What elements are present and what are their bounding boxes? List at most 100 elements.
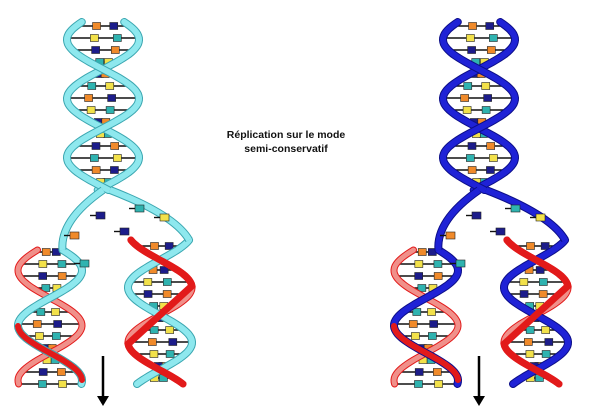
parental-strand-a-edge bbox=[438, 18, 520, 194]
nucleotide-base bbox=[467, 142, 477, 150]
nucleotide-base bbox=[525, 326, 535, 334]
nucleotide-base bbox=[460, 94, 469, 102]
fork-arm-left bbox=[435, 187, 481, 251]
nucleotide-base bbox=[159, 266, 169, 274]
nucleotide-base bbox=[433, 260, 443, 268]
nucleotide-base bbox=[110, 166, 119, 174]
nucleotide-base bbox=[92, 22, 101, 30]
free-nucleotide bbox=[455, 259, 466, 268]
direction-arrow-head bbox=[97, 396, 109, 406]
nucleotide-base bbox=[91, 166, 101, 174]
nucleotide-base bbox=[107, 94, 116, 102]
nucleotide-base bbox=[541, 350, 551, 358]
nucleotide-base bbox=[162, 290, 172, 298]
nucleotide-base bbox=[519, 278, 529, 286]
nucleotide-base bbox=[91, 46, 100, 54]
nucleotide-base bbox=[110, 46, 120, 54]
nucleotide-base bbox=[463, 82, 473, 90]
nucleotide-base bbox=[433, 272, 443, 280]
nucleotide-base bbox=[113, 34, 122, 42]
nucleotide-base bbox=[57, 260, 67, 268]
nucleotide-base bbox=[36, 308, 46, 316]
nucleotide-base bbox=[408, 320, 418, 328]
free-nucleotide bbox=[471, 211, 482, 220]
nucleotide-base bbox=[143, 278, 153, 286]
nucleotide-base bbox=[414, 368, 424, 376]
nucleotide-base bbox=[414, 260, 424, 268]
nucleotide-base bbox=[429, 320, 438, 328]
nucleotide-base bbox=[41, 284, 51, 292]
new-strand-right bbox=[501, 237, 571, 387]
nucleotide-base bbox=[113, 154, 122, 162]
new-strand-left bbox=[16, 324, 84, 382]
nucleotide-base bbox=[466, 154, 475, 162]
nucleotide-base bbox=[150, 242, 159, 250]
nucleotide-base bbox=[481, 82, 491, 90]
nucleotide-base bbox=[143, 290, 153, 298]
nucleotide-base bbox=[109, 22, 119, 30]
new-strand-left-back bbox=[15, 247, 85, 387]
nucleotide-base bbox=[149, 326, 159, 334]
nucleotide-base bbox=[414, 272, 423, 280]
free-nucleotide bbox=[445, 231, 456, 240]
caption-line-2: semi-conservatif bbox=[244, 143, 328, 155]
parental-strand-b-edge bbox=[438, 18, 520, 194]
parental-strand-b-edge bbox=[62, 18, 144, 194]
nucleotide-base bbox=[417, 284, 427, 292]
nucleotide-base bbox=[489, 34, 498, 42]
nucleotide-base bbox=[35, 332, 44, 340]
nucleotide-base bbox=[467, 166, 477, 174]
dna-replication-fork-left bbox=[13, 18, 197, 406]
nucleotide-base bbox=[38, 380, 47, 388]
free-nucleotide bbox=[535, 213, 546, 222]
nucleotide-base bbox=[38, 272, 47, 280]
parental-strand-b bbox=[63, 19, 143, 193]
new-strand-left-back bbox=[391, 247, 461, 387]
nucleotide-base bbox=[411, 332, 420, 340]
nucleotide-base bbox=[489, 154, 498, 162]
nucleotide-base bbox=[468, 22, 477, 30]
nucleotide-base bbox=[53, 320, 62, 328]
nucleotide-base bbox=[165, 326, 174, 334]
new-strand-right bbox=[125, 237, 195, 387]
nucleotide-base bbox=[90, 34, 99, 42]
nucleotide-base bbox=[434, 380, 443, 388]
parental-strand-b bbox=[439, 19, 519, 193]
nucleotide-base bbox=[466, 34, 475, 42]
nucleotide-base bbox=[486, 166, 495, 174]
free-nucleotide bbox=[69, 231, 80, 240]
parental-strand-a bbox=[63, 19, 143, 193]
nucleotide-base bbox=[51, 308, 60, 316]
parental-strand-a-edge bbox=[62, 18, 144, 194]
free-nucleotide bbox=[134, 204, 145, 213]
caption: Réplication sur le mode semi-conservatif bbox=[206, 128, 366, 156]
nucleotide-base bbox=[467, 46, 476, 54]
direction-arrow-head bbox=[473, 396, 485, 406]
nucleotide-base bbox=[86, 106, 96, 114]
free-nucleotide bbox=[510, 204, 521, 213]
caption-line-1: Réplication sur le mode bbox=[226, 129, 346, 141]
nucleotide-base bbox=[544, 338, 554, 346]
free-nucleotide bbox=[495, 227, 506, 236]
nucleotide-base bbox=[165, 350, 175, 358]
nucleotide-base bbox=[427, 308, 436, 316]
nucleotide-base bbox=[483, 94, 492, 102]
nucleotide-base bbox=[526, 242, 535, 250]
nucleotide-base bbox=[414, 380, 423, 388]
nucleotide-base bbox=[164, 242, 174, 250]
nucleotide-base bbox=[541, 326, 550, 334]
nucleotide-base bbox=[58, 380, 67, 388]
nucleotide-base bbox=[84, 94, 93, 102]
nucleotide-base bbox=[535, 266, 545, 274]
fork-arm-left bbox=[59, 187, 105, 251]
nucleotide-base bbox=[539, 278, 548, 286]
nucleotide-base bbox=[41, 248, 51, 256]
nucleotide-base bbox=[168, 338, 178, 346]
free-nucleotide bbox=[79, 259, 90, 268]
nucleotide-base bbox=[540, 242, 550, 250]
nucleotide-base bbox=[52, 332, 61, 340]
free-nucleotide bbox=[119, 227, 130, 236]
nucleotide-base bbox=[105, 106, 115, 114]
nucleotide-base bbox=[538, 290, 548, 298]
daughter-right-parental bbox=[124, 237, 196, 387]
